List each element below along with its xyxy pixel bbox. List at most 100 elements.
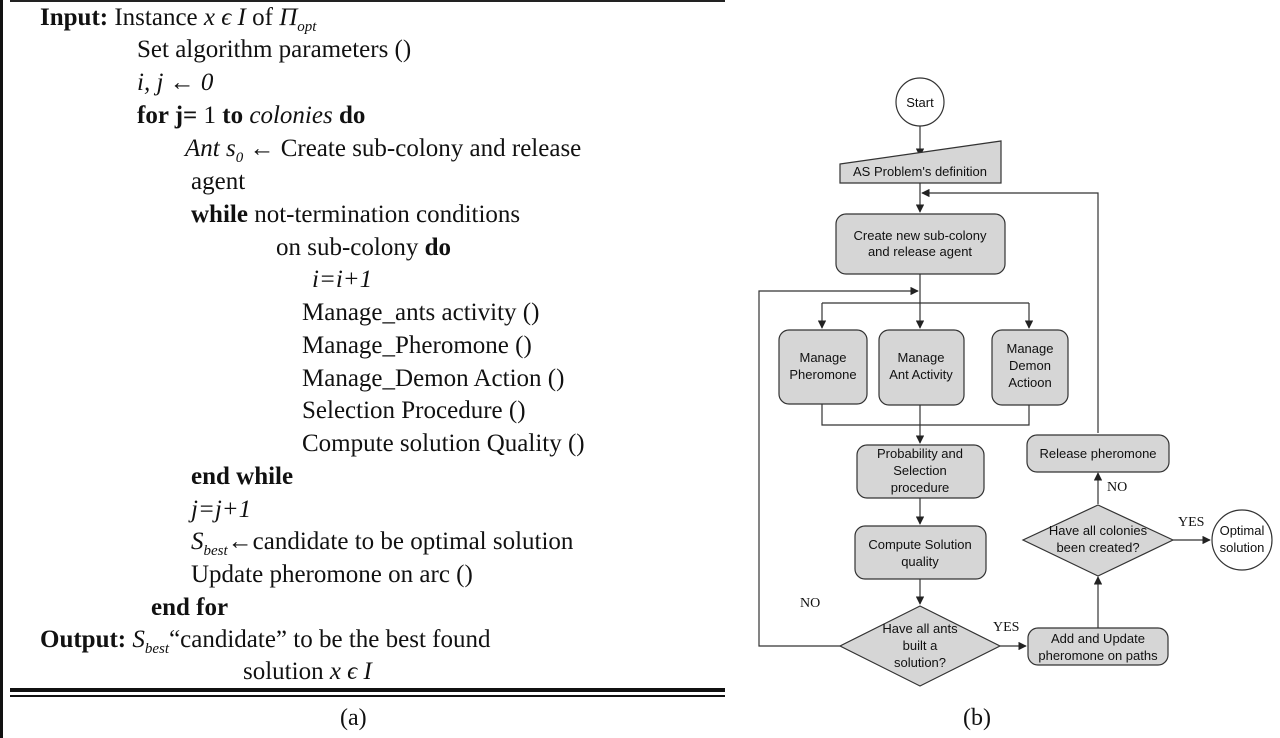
do-keyword-2: do [424,234,452,261]
algo-line-9: Manage_ants activity () [302,299,540,326]
bottom-rule-thick [10,688,725,692]
yes-label-ants: YES [993,620,1019,635]
manage-ph-label-1: Manage [800,350,847,365]
algo-line-14: end while [191,463,294,490]
add-label-1: Add and Update [1051,631,1145,646]
algo-line-17: Update pheromone on arc () [191,561,473,588]
release-pheromone-node [1026,434,1170,473]
top-rule [10,0,725,2]
algo-line-4: Ant s0 ← Create sub-colony and release [185,134,582,166]
add-update-node [1027,627,1169,666]
for-start: 1 [197,102,223,129]
edge-merge-bar [821,404,1030,426]
manage-ant-label-1: Manage [898,350,945,365]
algo-line-7: on sub-colony do [276,233,451,263]
input-pi: Π [279,4,298,31]
ants-decision-node [838,605,1002,687]
algo-line-13: Compute solution Quality () [302,430,585,457]
add-label-2: pheromone on paths [1038,648,1158,663]
flow-connectors [758,126,1211,651]
flowchart: Start AS Problem's definition Create new… [758,77,1273,687]
release-label: Release pheromone [1039,446,1156,461]
algo-line-2: i, j ← 0 [137,69,214,96]
input-text: Instance [114,4,204,31]
compute-label-1: Compute Solution [868,537,971,552]
compute-label-2: quality [901,554,939,569]
algo-line-5: agent [191,168,246,195]
no-label-colonies: NO [1107,480,1127,495]
output-text: “candidate” to be the best found [169,626,491,653]
output-line-2: solution x ϵ I [243,657,372,687]
definition-node [839,140,1002,184]
sbest-sub: best [203,543,228,559]
optimal-label-2: solution [1220,540,1265,555]
output-label: Output: [40,626,127,653]
while-keyword: while [191,201,248,228]
input-of: of [245,4,280,31]
algo-line-12: Selection Procedure () [302,397,526,424]
create-text: ← Create sub-colony and release [243,135,582,162]
output-line: Output: Sbest“candidate” to be the best … [40,625,491,657]
optimal-solution-node [1211,509,1273,571]
algo-line-6: while not-termination conditions [191,200,520,230]
algo-line-16: Sbest←candidate to be optimal solution [191,527,574,559]
algorithm-panel: Input: Instance x ϵ I of Πopt Set algori… [10,0,725,697]
manage-pheromone-node [778,329,868,405]
input-x: x ϵ I [203,4,246,31]
solution-x: x ϵ I [329,658,372,685]
for-keyword: for j= [137,102,198,129]
start-node [895,77,945,127]
prob-label-3: procedure [891,480,950,495]
create-label-2: and release agent [868,244,972,259]
ants-label-1: Have all ants [882,621,958,636]
definition-label: AS Problem's definition [853,164,987,179]
algo-line-1: Set algorithm parameters () [137,36,412,63]
colonies-label-1: Have all colonies [1049,523,1148,538]
yes-label-colonies: YES [1178,515,1204,530]
manage-ph-label-2: Pheromone [789,367,856,382]
probability-node [856,444,985,499]
ant-var: Ant s [185,135,236,162]
manage-dem-label-3: Actioon [1008,375,1051,390]
colonies-label-2: been created? [1056,540,1139,555]
caption-b: (b) [963,705,991,731]
start-label: Start [906,95,934,110]
algo-line-10: Manage_Pheromone () [302,332,532,359]
manage-demon-node [991,329,1069,406]
prob-label-2: Selection [893,463,946,478]
subcolony-text: on sub-colony [276,234,425,261]
algo-line-8: i=i+1 [312,266,373,293]
while-condition: not-termination conditions [247,201,521,228]
sbest-var: S [191,528,204,555]
edge-release-loop [921,188,1099,433]
no-label-ants: NO [800,596,820,611]
ant-sub: 0 [235,150,244,166]
algo-line-11: Manage_Demon Action () [302,365,565,392]
input-pi-sub: opt [297,19,317,35]
manage-ant-label-2: Ant Activity [889,367,953,382]
edge-no-loop [758,286,919,647]
input-label: Input: [40,4,109,31]
manage-dem-label-1: Manage [1007,341,1054,356]
create-subcolony-node [835,213,1006,275]
caption-a: (a) [340,705,367,731]
colonies-var: colonies [243,102,339,129]
solution-text: solution [243,658,330,685]
left-border [0,0,3,738]
manage-dem-label-2: Demon [1009,358,1051,373]
ants-label-3: solution? [894,655,946,670]
create-label-1: Create new sub-colony [854,228,987,243]
ants-label-2: built a [903,638,938,653]
input-line: Input: Instance x ϵ I of Πopt [40,3,317,35]
compute-node [854,525,987,580]
candidate-text: ←candidate to be optimal solution [227,528,574,555]
prob-label-1: Probability and [877,446,963,461]
bottom-rule-thin [10,695,725,697]
colonies-decision-node [1021,504,1175,577]
out-sbest: S [132,626,145,653]
algo-line-3: for j= 1 to colonies do [137,101,365,131]
optimal-label-1: Optimal [1220,523,1265,538]
do-keyword: do [338,102,366,129]
manage-ant-node [878,329,965,406]
out-sbest-sub: best [144,641,170,657]
